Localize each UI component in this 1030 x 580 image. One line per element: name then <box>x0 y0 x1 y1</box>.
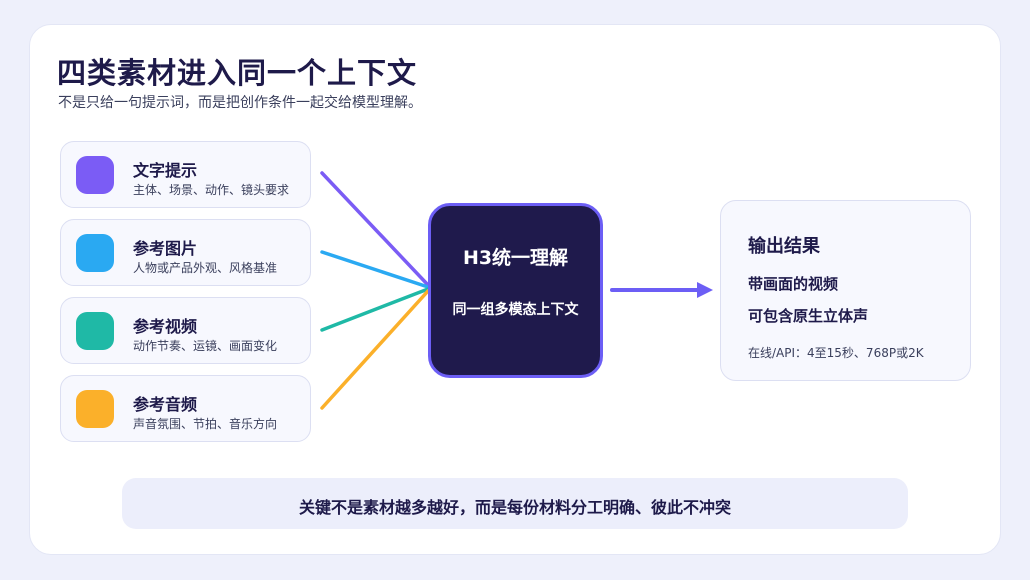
output-line-video: 带画面的视频 <box>748 275 839 293</box>
input-card-title: 文字提示 <box>133 161 198 180</box>
input-card-desc: 人物或产品外观、风格基准 <box>133 261 278 275</box>
reference-video-icon <box>76 312 114 350</box>
text-prompt-icon <box>76 156 114 194</box>
connector-video <box>320 287 430 332</box>
connector-audio <box>320 289 430 410</box>
reference-image-icon <box>76 234 114 272</box>
input-card-title: 参考视频 <box>133 317 198 336</box>
input-card-text: 文字提示 主体、场景、动作、镜头要求 <box>60 141 311 208</box>
input-card-video: 参考视频 动作节奏、运镜、画面变化 <box>60 297 311 364</box>
input-card-title: 参考音频 <box>133 395 198 414</box>
reference-audio-icon <box>76 390 114 428</box>
center-model-box: H3统一理解 同一组多模态上下文 <box>428 203 603 378</box>
footer-text: 关键不是素材越多越好，而是每份材料分工明确、彼此不冲突 <box>298 498 731 517</box>
output-line-audio: 可包含原生立体声 <box>748 307 869 325</box>
input-card-desc: 主体、场景、动作、镜头要求 <box>133 183 290 197</box>
page-title: 四类素材进入同一个上下文 <box>57 56 418 90</box>
footer-callout: 关键不是素材越多越好，而是每份材料分工明确、彼此不冲突 <box>122 478 908 529</box>
output-card: 输出结果 带画面的视频 可包含原生立体声 在线/API：4至15秒、768P或2… <box>720 200 971 381</box>
center-subtitle: 同一组多模态上下文 <box>452 302 579 318</box>
output-note: 在线/API：4至15秒、768P或2K <box>748 346 924 360</box>
connector-image <box>320 250 430 289</box>
output-title: 输出结果 <box>748 236 820 257</box>
input-card-audio: 参考音频 声音氛围、节拍、音乐方向 <box>60 375 311 442</box>
input-card-image: 参考图片 人物或产品外观、风格基准 <box>60 219 311 286</box>
center-title: H3统一理解 <box>462 247 569 269</box>
input-card-title: 参考图片 <box>133 239 198 258</box>
output-arrow-head <box>697 282 713 298</box>
page-subtitle: 不是只给一句提示词，而是把创作条件一起交给模型理解。 <box>58 95 422 111</box>
input-card-desc: 声音氛围、节拍、音乐方向 <box>133 417 278 431</box>
connector-text <box>320 171 430 287</box>
input-card-desc: 动作节奏、运镜、画面变化 <box>133 339 278 353</box>
